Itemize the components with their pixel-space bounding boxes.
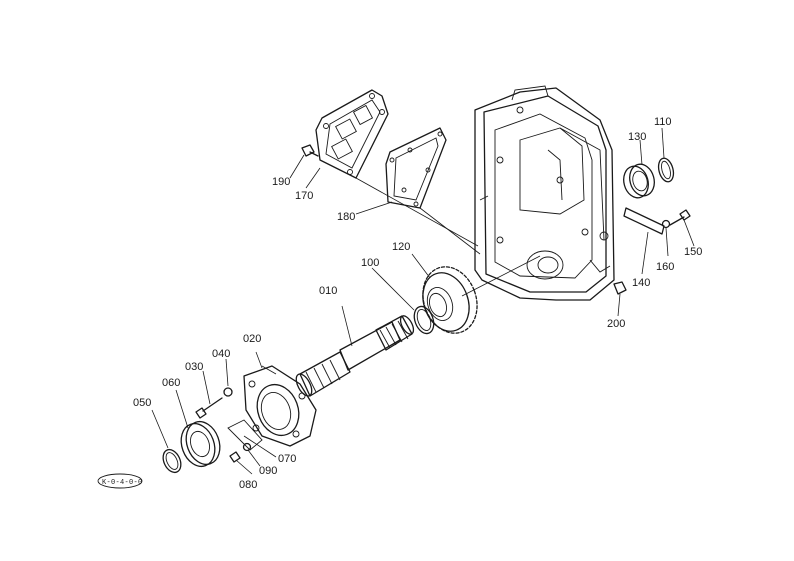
part-150-bolt (669, 209, 691, 226)
label-080: 080 (239, 479, 257, 491)
part-180-gasket (385, 127, 447, 209)
part-120-gear (422, 266, 478, 334)
label-090: 090 (259, 465, 277, 477)
label-030: 030 (185, 361, 203, 373)
leader-lines (151, 127, 695, 475)
part-080-bolt (229, 451, 241, 463)
part-090-washer (242, 442, 252, 452)
label-200: 200 (607, 318, 625, 330)
catalog-stamp-text: K-0-4-0-0 (102, 479, 143, 487)
part-200-plug (613, 281, 627, 295)
part-030-bolt (195, 397, 223, 419)
label-150: 150 (684, 246, 702, 258)
label-100: 100 (361, 257, 379, 269)
label-010: 010 (319, 285, 337, 297)
label-120: 120 (392, 241, 410, 253)
label-170: 170 (295, 190, 313, 202)
label-050: 050 (133, 397, 151, 409)
label-160: 160 (656, 261, 674, 273)
label-060: 060 (162, 377, 180, 389)
label-020: 020 (243, 333, 261, 345)
part-050-snap-ring (162, 448, 182, 474)
part-140-plate (623, 207, 665, 235)
transmission-case (474, 85, 615, 301)
label-180: 180 (337, 211, 355, 223)
part-130-bearing (623, 163, 655, 199)
label-190: 190 (272, 176, 290, 188)
label-130: 130 (628, 131, 646, 143)
catalog-stamp: K-0-4-0-0 (97, 473, 143, 489)
part-010-shaft (295, 315, 415, 397)
part-070-gasket (227, 419, 263, 451)
part-160-washer (661, 219, 671, 229)
label-070: 070 (278, 453, 296, 465)
label-110: 110 (654, 116, 672, 128)
part-040-washer (223, 387, 233, 397)
label-040: 040 (212, 348, 230, 360)
label-140: 140 (632, 277, 650, 289)
part-110-snap-ring (657, 157, 675, 183)
part-190-bolt (301, 144, 319, 157)
part-060-bearing (180, 420, 221, 468)
part-labels: 010 020 030 040 050 060 070 080 090 100 … (133, 116, 702, 491)
part-170-cover (315, 89, 389, 179)
part-020-housing (243, 365, 317, 447)
part-100-snap-ring (413, 305, 435, 335)
